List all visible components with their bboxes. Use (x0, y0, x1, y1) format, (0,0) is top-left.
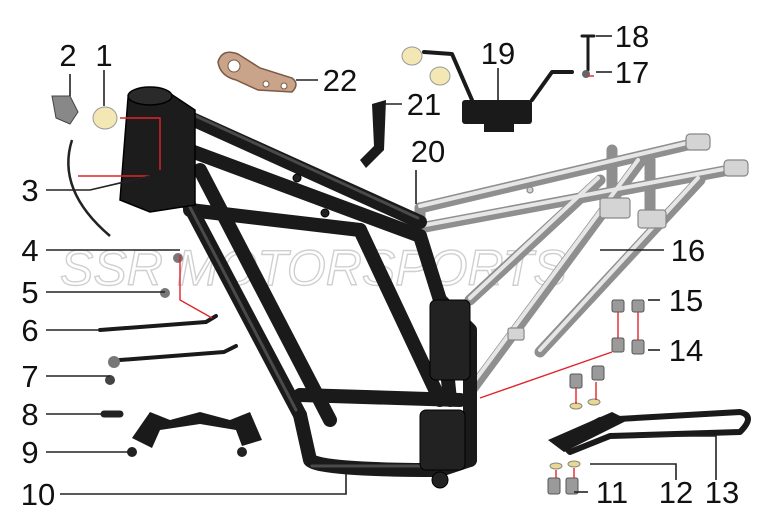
main-frame (119, 86, 477, 489)
callout-12: 12 (659, 475, 693, 510)
callout-4: 4 (21, 233, 38, 268)
leader-lines (46, 35, 717, 495)
callout-21: 21 (407, 87, 441, 122)
callout-5: 5 (21, 275, 38, 310)
callout-14: 14 (669, 333, 703, 368)
rear-subframe (414, 133, 749, 398)
assembly-19 (401, 46, 574, 132)
callout-20: 20 (411, 134, 445, 169)
callout-13: 13 (705, 475, 739, 510)
callout-19: 19 (481, 36, 515, 71)
grommet-1 (92, 106, 118, 130)
callout-8: 8 (21, 397, 38, 432)
bracket-21 (360, 100, 386, 168)
callout-11: 11 (596, 475, 628, 510)
rod-7 (118, 344, 238, 362)
rod-6 (98, 314, 218, 332)
callout-17: 17 (615, 55, 649, 90)
callout-6: 6 (21, 313, 38, 348)
plate-9 (132, 412, 262, 448)
callout-2: 2 (59, 38, 76, 73)
stand-13 (548, 409, 751, 455)
callout-3: 3 (21, 173, 38, 208)
callout-1: 1 (95, 38, 112, 73)
fitting-2 (51, 95, 79, 125)
callout-7: 7 (21, 359, 38, 394)
callout-9: 9 (21, 435, 38, 470)
bolt-18 (580, 34, 596, 72)
callout-15: 15 (669, 283, 703, 318)
assembly-lines (78, 75, 639, 478)
callout-22: 22 (323, 63, 357, 98)
callout-16: 16 (671, 233, 705, 268)
callout-18: 18 (615, 19, 649, 54)
callout-10: 10 (21, 477, 55, 512)
